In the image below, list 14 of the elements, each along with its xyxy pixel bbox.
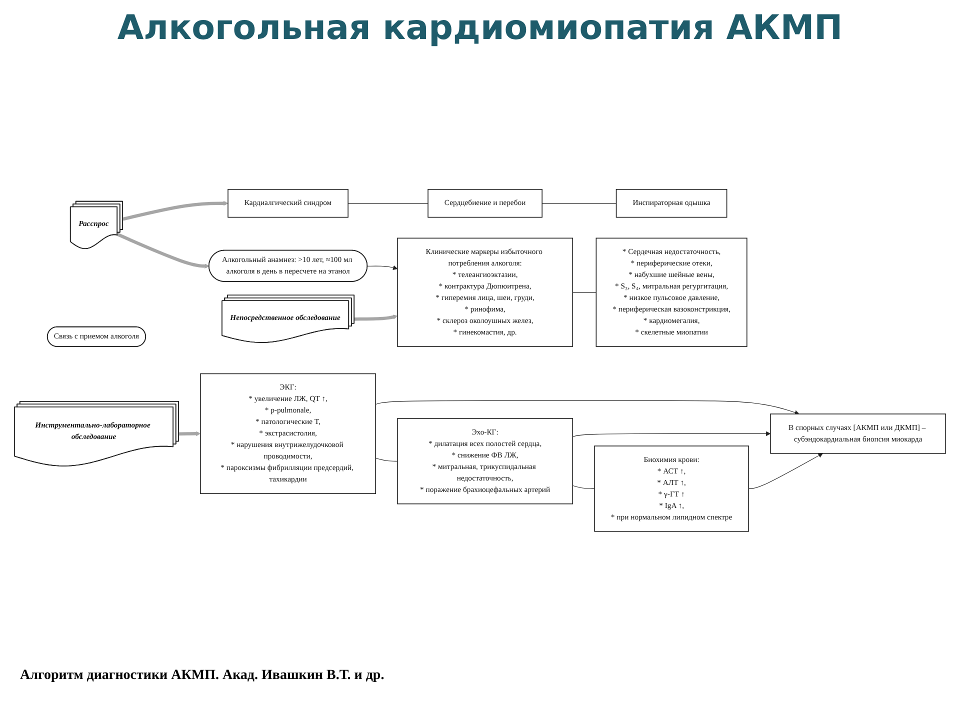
arrow bbox=[748, 452, 823, 489]
arrow bbox=[375, 400, 800, 414]
arrow bbox=[116, 232, 210, 268]
arrow bbox=[367, 264, 398, 270]
connector bbox=[542, 202, 617, 204]
arrow bbox=[178, 430, 201, 436]
arrow bbox=[122, 200, 228, 220]
connector bbox=[375, 457, 398, 462]
title: Алкогольная кардиомиопатия АКМП bbox=[116, 8, 844, 48]
connector bbox=[348, 202, 428, 204]
arrow bbox=[572, 430, 771, 437]
arrow bbox=[354, 314, 398, 320]
connector bbox=[572, 484, 595, 489]
caption: Алгоритм диагностики АКМП. Акад. Ивашкин В.Т. и др. bbox=[20, 668, 384, 684]
